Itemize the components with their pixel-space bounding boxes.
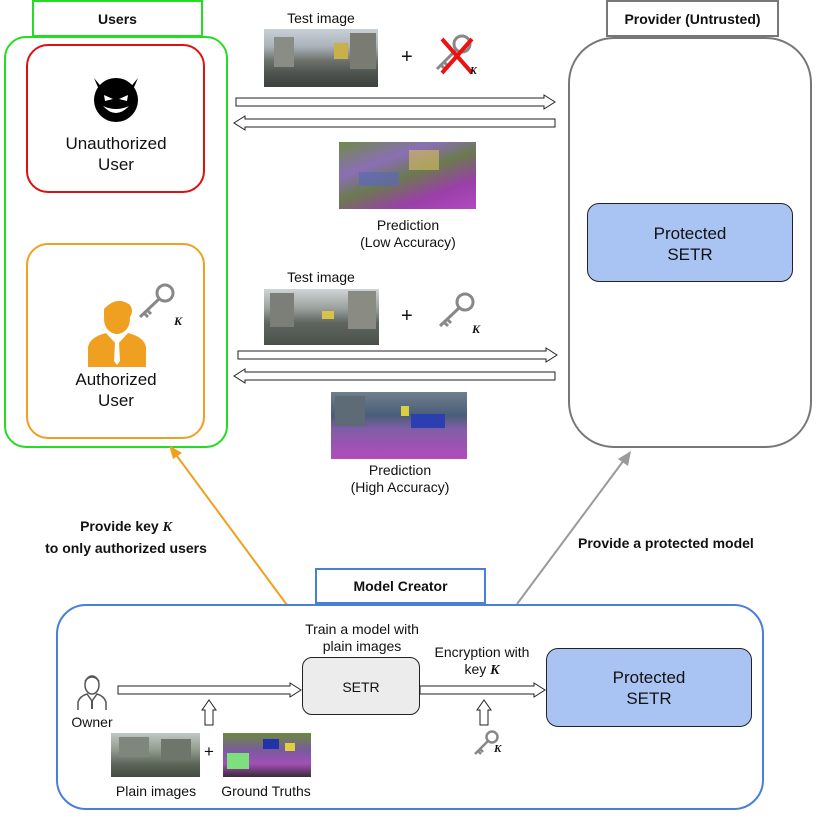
plain-image xyxy=(111,733,200,777)
owner-label: Owner xyxy=(71,714,113,730)
arrow-to-provider-middle xyxy=(237,347,558,363)
creator-protected-setr xyxy=(546,648,752,727)
plain-images-label: Plain images xyxy=(115,783,197,799)
plus-middle: + xyxy=(401,305,413,327)
key-icon xyxy=(138,283,175,319)
model-creator-panel xyxy=(56,604,764,810)
key-icon-middle xyxy=(438,292,475,328)
setr-box xyxy=(302,657,420,715)
prediction-image-low xyxy=(339,142,476,209)
creator-protected-setr-label: Protected SETR xyxy=(612,668,686,708)
test-image-top xyxy=(264,29,378,87)
key-icon-crossed xyxy=(435,34,474,75)
key-letter-top: K xyxy=(470,66,477,77)
unauthorized-user-label: Unauthorized User xyxy=(65,134,167,174)
arrow-to-user-middle xyxy=(233,368,556,384)
users-panel xyxy=(4,36,228,448)
authorized-user-label: Authorized User xyxy=(75,370,157,410)
key-icon-creator xyxy=(474,730,499,755)
prediction-label-high: Prediction (High Accuracy) xyxy=(350,462,450,495)
key-letter: K xyxy=(174,314,183,328)
test-image-label-top: Test image xyxy=(287,10,355,26)
setr-label: SETR xyxy=(342,679,380,695)
encryption-label: Encryption with key K xyxy=(424,644,540,679)
arrow-owner-to-setr xyxy=(117,682,302,698)
provide-key-annotation: Provide key K to only authorized users xyxy=(16,516,236,558)
provider-panel xyxy=(568,37,812,448)
owner-icon xyxy=(77,675,107,710)
users-title: Users xyxy=(32,0,203,37)
ground-truth-image xyxy=(223,733,311,777)
plus-creator: + xyxy=(204,742,214,761)
provider-protected-setr-label: Protected SETR xyxy=(653,224,727,264)
provide-key-line1: Provide key xyxy=(80,518,159,534)
train-label: Train a model with plain images xyxy=(305,621,419,654)
provider-title: Provider (Untrusted) xyxy=(606,0,779,37)
prediction-label-low: Prediction (Low Accuracy) xyxy=(360,217,456,250)
arrow-data-up xyxy=(201,699,217,726)
devil-face-icon xyxy=(94,78,138,122)
arrow-to-provider-top xyxy=(235,94,556,110)
provide-model-arrow xyxy=(516,451,631,605)
provide-key-letter: K xyxy=(162,520,172,535)
key-letter-creator: K xyxy=(494,743,502,755)
provide-key-line2: to only authorized users xyxy=(45,540,207,556)
provide-model-annotation: Provide a protected model xyxy=(578,535,754,551)
authorized-user-box xyxy=(26,243,205,439)
key-letter-middle: K xyxy=(472,322,481,336)
arrow-setr-to-protected xyxy=(419,682,546,698)
encryption-key-letter: K xyxy=(490,663,500,678)
test-image-middle xyxy=(264,289,379,345)
provide-key-arrow xyxy=(169,445,288,606)
model-creator-title: Model Creator xyxy=(315,568,486,604)
ground-truths-label: Ground Truths xyxy=(221,783,311,799)
arrow-to-user-top xyxy=(233,115,556,131)
encryption-text: Encryption with key xyxy=(434,644,530,677)
unauthorized-user-box xyxy=(26,44,205,193)
provider-protected-setr xyxy=(587,203,793,282)
plus-top: + xyxy=(401,46,413,68)
prediction-image-high xyxy=(331,392,467,459)
authorized-user-icon xyxy=(88,300,146,367)
arrow-key-up xyxy=(476,699,492,726)
test-image-label-middle: Test image xyxy=(287,269,355,285)
